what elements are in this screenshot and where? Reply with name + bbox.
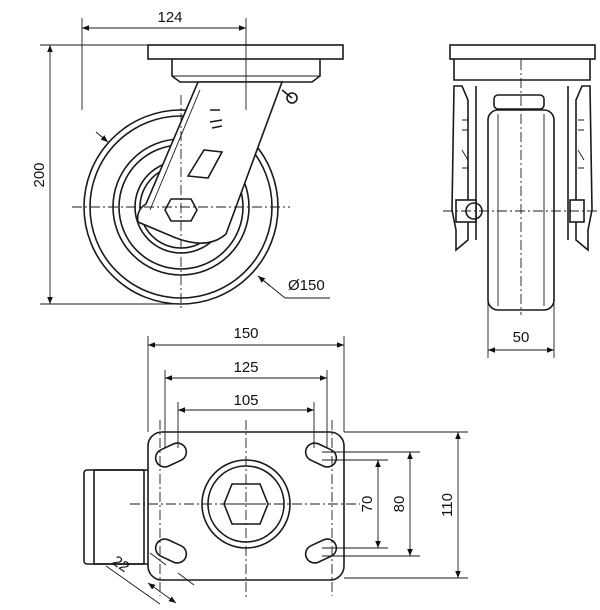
front-view: 50	[443, 44, 600, 358]
dim-22: 22	[109, 553, 132, 576]
top-view: 150 125 105 110 80 70 22	[83, 325, 468, 605]
dim-110: 110	[439, 493, 456, 517]
side-top-plate	[147, 44, 344, 60]
mount-slot-bottom-left	[154, 538, 188, 564]
dim-124: 124	[157, 9, 182, 26]
brand-logo-front-right	[577, 119, 585, 169]
dim-70: 70	[359, 496, 376, 513]
front-kingpin-nut	[493, 94, 545, 110]
dim-50: 50	[513, 329, 530, 346]
front-top-plate	[449, 44, 596, 60]
dim-200: 200	[31, 162, 48, 187]
grease-nipple	[286, 92, 298, 104]
dim-125: 125	[233, 359, 258, 376]
dim-150: 150	[233, 325, 258, 342]
dim-80: 80	[391, 496, 408, 513]
mount-slot-bottom-right	[304, 538, 338, 564]
dim-diameter-150: Ø150	[288, 277, 325, 294]
brand-logo-side	[186, 109, 224, 179]
mount-slot-top-left	[154, 442, 188, 468]
dim-105: 105	[233, 392, 258, 409]
brand-logo-front-left	[461, 119, 469, 169]
front-fork-left	[451, 85, 469, 252]
mount-slot-top-right	[304, 442, 338, 468]
front-fork-right	[575, 85, 593, 252]
side-view: 124 200 Ø150	[31, 9, 344, 310]
